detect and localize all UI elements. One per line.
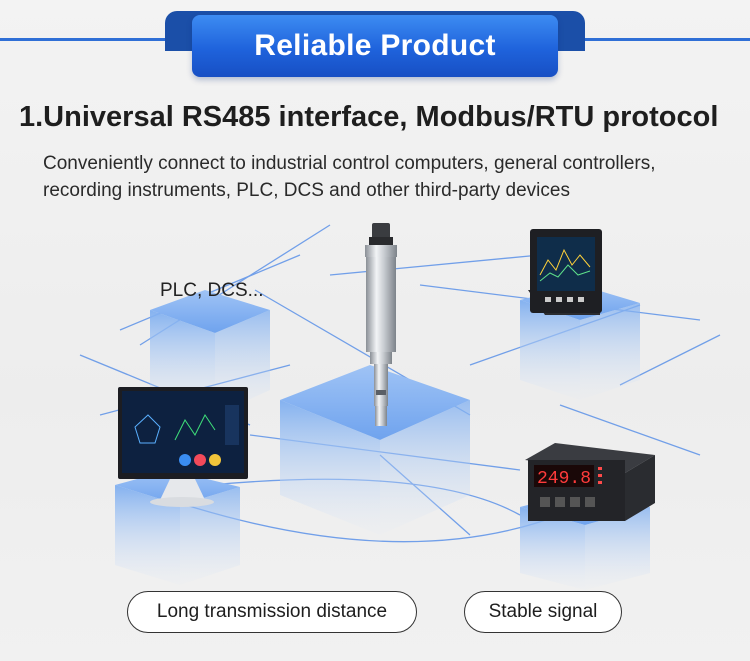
paperless-recorder-icon	[528, 229, 602, 315]
monitor-dashboard-icon	[118, 387, 248, 507]
feature-heading: 1.Universal RS485 interface, Modbus/RTU …	[19, 101, 719, 133]
banner-plate: Reliable Product	[192, 15, 558, 77]
stable-signal-pill: Stable signal	[464, 591, 622, 633]
description-line-1: Conveniently connect to industrial contr…	[43, 153, 656, 174]
meter-reading: 249.8	[537, 469, 591, 489]
sensor-probe-icon	[365, 223, 397, 426]
connection-diagram: 249.8	[79, 223, 721, 590]
section-banner: Reliable Product	[165, 11, 585, 77]
banner-title: Reliable Product	[254, 29, 496, 62]
feature-description: Conveniently connect to industrial contr…	[43, 150, 743, 204]
plc-dcs-label: PLC, DCS...	[160, 280, 264, 301]
digital-panel-meter-icon: 249.8	[525, 443, 655, 521]
long-distance-pill: Long transmission distance	[127, 591, 417, 633]
description-line-2: recording instruments, PLC, DCS and othe…	[43, 180, 570, 201]
